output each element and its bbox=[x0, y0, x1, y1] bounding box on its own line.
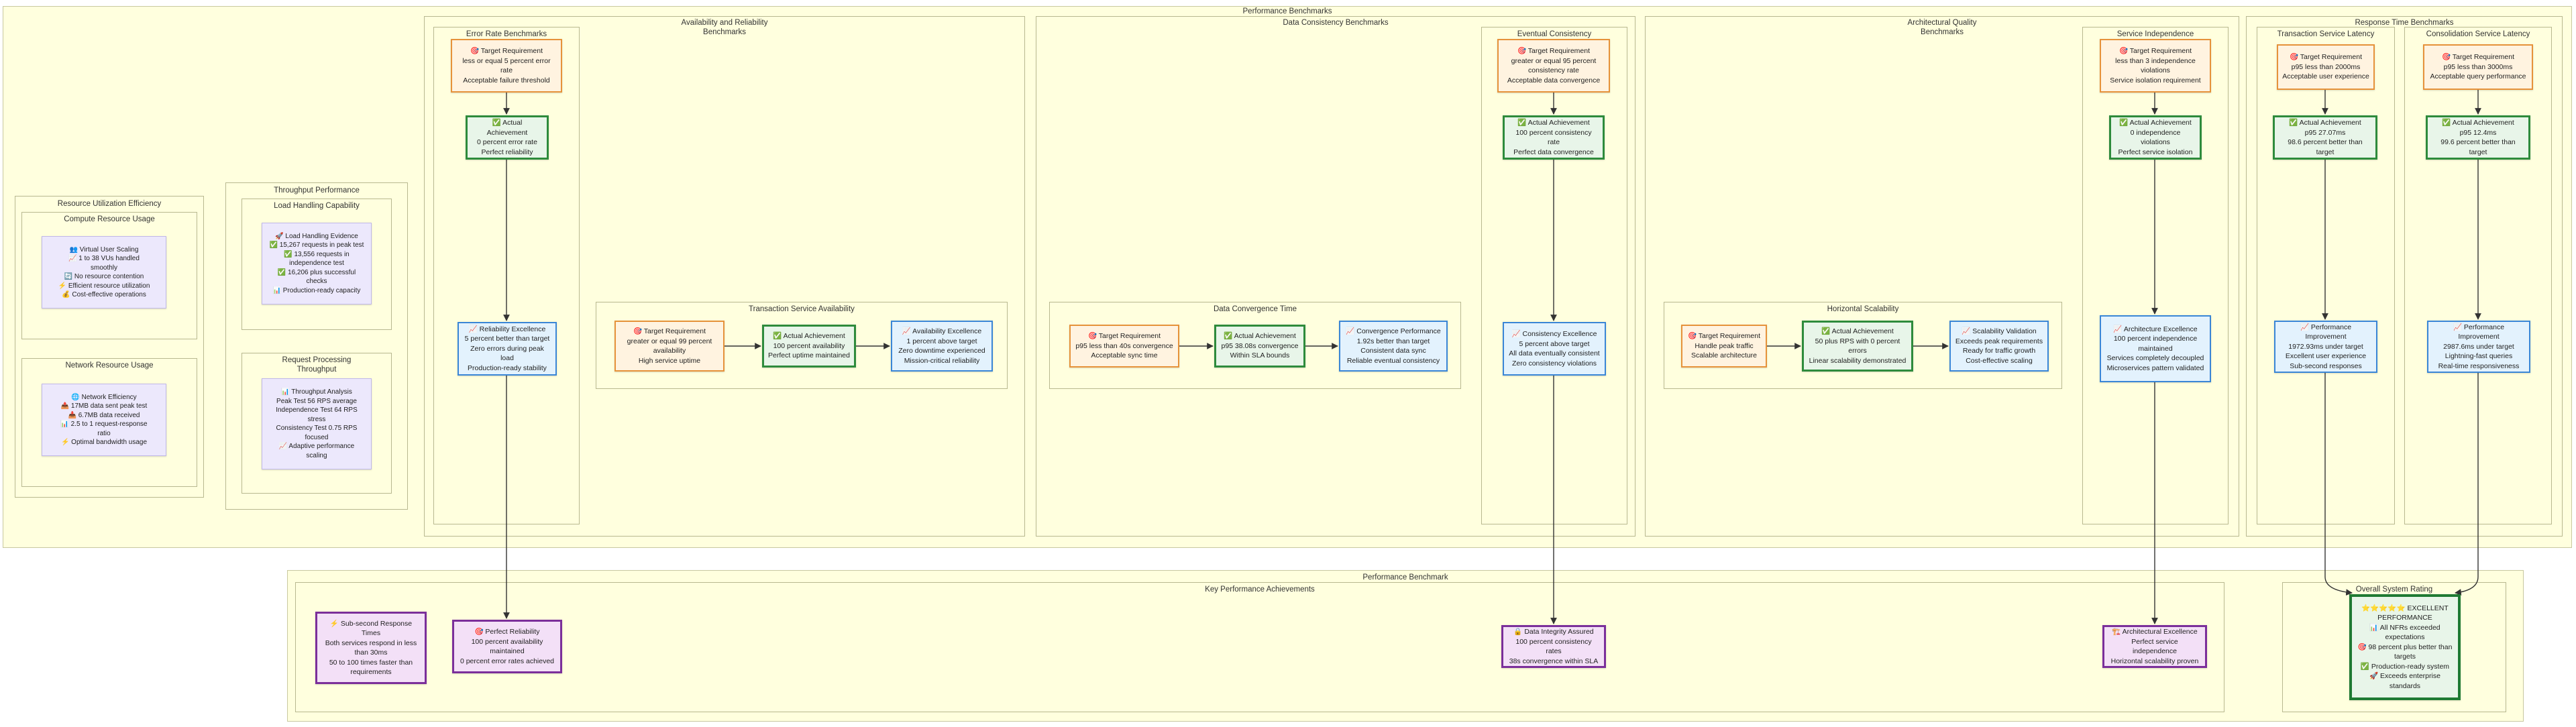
cl-performance-improvement-text: 📈 Performance Improvement 2987.6ms under… bbox=[2438, 323, 2520, 370]
eventual-consistency-cluster: Eventual Consistency bbox=[1481, 27, 1627, 524]
scalability-validation-node[interactable]: 📈 Scalability Validation Exceeds peak re… bbox=[1949, 321, 2049, 372]
consistency-actual-node[interactable]: ✅ Actual Achievement 100 percent consist… bbox=[1503, 115, 1605, 160]
error-rate-label: Error Rate Benchmarks bbox=[466, 30, 547, 38]
scalability-target-node[interactable]: 🎯 Target Requirement Handle peak traffic… bbox=[1681, 325, 1767, 368]
throughput-analysis-text: 📊 Throughput Analysis Peak Test 56 RPS a… bbox=[276, 388, 358, 459]
availability-excellence-node[interactable]: 📈 Availability Excellence 1 percent abov… bbox=[891, 321, 993, 372]
eventual-consistency-label: Eventual Consistency bbox=[1517, 30, 1592, 38]
network-resource-label: Network Resource Usage bbox=[65, 361, 154, 370]
error-target-node[interactable]: 🎯 Target Requirement less or equal 5 per… bbox=[451, 39, 562, 93]
transaction-availability-label: Transaction Service Availability bbox=[749, 305, 855, 313]
availability-target-text: 🎯 Target Requirement greater or equal 99… bbox=[627, 327, 712, 365]
architectural-excellence-text: 🏗️ Architectural Excellence Perfect serv… bbox=[2110, 628, 2199, 665]
tx-latency-label: Transaction Service Latency bbox=[2277, 30, 2375, 38]
independence-target-node[interactable]: 🎯 Target Requirement less than 3 indepen… bbox=[2100, 39, 2211, 93]
reliability-excellence-node[interactable]: 📈 Reliability Excellence 5 percent bette… bbox=[458, 322, 557, 376]
scalability-validation-text: 📈 Scalability Validation Exceeds peak re… bbox=[1955, 327, 2043, 365]
scalability-target-text: 🎯 Target Requirement Handle peak traffic… bbox=[1687, 332, 1760, 360]
throughput-label: Throughput Performance bbox=[274, 186, 360, 194]
cl-performance-improvement-node[interactable]: 📈 Performance Improvement 2987.6ms under… bbox=[2427, 321, 2530, 373]
consistency-excellence-node[interactable]: 📈 Consistency Excellence 5 percent above… bbox=[1503, 322, 1606, 376]
network-efficiency-node[interactable]: 🌐 Network Efficiency 📤 17MB data sent pe… bbox=[42, 384, 166, 456]
virtual-user-scaling-text: 👥 Virtual User Scaling 📈 1 to 38 VUs han… bbox=[58, 245, 150, 299]
availability-excellence-text: 📈 Availability Excellence 1 percent abov… bbox=[898, 327, 985, 365]
architectural-excellence-node[interactable]: 🏗️ Architectural Excellence Perfect serv… bbox=[2102, 625, 2207, 668]
consolidation-latency-cluster: Consolidation Service Latency bbox=[2404, 27, 2552, 524]
cl-latency-target-text: 🎯 Target Requirement p95 less than 3000m… bbox=[2430, 53, 2526, 81]
consistency-target-text: 🎯 Target Requirement greater or equal 95… bbox=[1507, 47, 1601, 85]
consolidation-latency-label: Consolidation Service Latency bbox=[2426, 30, 2530, 38]
convergence-performance-text: 📈 Convergence Performance 1.92s better t… bbox=[1346, 327, 1441, 365]
tx-performance-improvement-text: 📈 Performance Improvement 1972.93ms unde… bbox=[2285, 323, 2367, 370]
resource-utilization-label: Resource Utilization Efficiency bbox=[57, 200, 162, 208]
scalability-actual-text: ✅ Actual Achievement 50 plus RPS with 0 … bbox=[1809, 327, 1907, 365]
compute-resource-label: Compute Resource Usage bbox=[64, 215, 155, 223]
convergence-target-node[interactable]: 🎯 Target Requirement p95 less than 40s c… bbox=[1069, 325, 1179, 368]
perfect-reliability-node[interactable]: 🎯 Perfect Reliability 100 percent availa… bbox=[452, 620, 562, 673]
error-target-text: 🎯 Target Requirement less or equal 5 per… bbox=[462, 47, 551, 85]
availability-actual-node[interactable]: ✅ Actual Achievement 100 percent availab… bbox=[762, 325, 856, 368]
availability-target-node[interactable]: 🎯 Target Requirement greater or equal 99… bbox=[614, 321, 724, 372]
throughput-analysis-node[interactable]: 📊 Throughput Analysis Peak Test 56 RPS a… bbox=[262, 378, 372, 469]
tx-latency-actual-node[interactable]: ✅ Actual Achievement p95 27.07ms 98.6 pe… bbox=[2273, 115, 2377, 160]
architecture-excellence-node[interactable]: 📈 Architecture Excellence 100 percent in… bbox=[2100, 315, 2211, 382]
error-actual-text: ✅ Actual Achievement 0 percent error rat… bbox=[477, 119, 537, 156]
virtual-user-scaling-node[interactable]: 👥 Virtual User Scaling 📈 1 to 38 VUs han… bbox=[42, 236, 166, 309]
convergence-performance-node[interactable]: 📈 Convergence Performance 1.92s better t… bbox=[1339, 321, 1448, 372]
tx-latency-target-text: 🎯 Target Requirement p95 less than 2000m… bbox=[2282, 53, 2369, 81]
architectural-quality-label: Architectural Quality Benchmarks bbox=[1907, 19, 1977, 36]
consistency-excellence-text: 📈 Consistency Excellence 5 percent above… bbox=[1509, 330, 1600, 368]
tx-performance-improvement-node[interactable]: 📈 Performance Improvement 1972.93ms unde… bbox=[2274, 321, 2377, 373]
response-time-label: Response Time Benchmarks bbox=[2355, 19, 2454, 27]
error-actual-node[interactable]: ✅ Actual Achievement 0 percent error rat… bbox=[466, 115, 549, 160]
convergence-target-text: 🎯 Target Requirement p95 less than 40s c… bbox=[1075, 332, 1173, 360]
independence-actual-text: ✅ Actual Achievement 0 independence viol… bbox=[2118, 119, 2193, 156]
tx-latency-target-node[interactable]: 🎯 Target Requirement p95 less than 2000m… bbox=[2277, 44, 2375, 90]
tx-latency-actual-text: ✅ Actual Achievement p95 27.07ms 98.6 pe… bbox=[2288, 119, 2363, 156]
independence-target-text: 🎯 Target Requirement less than 3 indepen… bbox=[2110, 47, 2201, 85]
tx-latency-cluster: Transaction Service Latency bbox=[2257, 27, 2395, 524]
overall-rating-text: ⭐⭐⭐⭐⭐ EXCELLENT PERFORMANCE 📊 All NFRs e… bbox=[2357, 604, 2453, 690]
architecture-excellence-text: 📈 Architecture Excellence 100 percent in… bbox=[2106, 325, 2204, 372]
data-integrity-text: 🔒 Data Integrity Assured 100 percent con… bbox=[1509, 628, 1599, 665]
overall-rating-label: Overall System Rating bbox=[2355, 585, 2433, 594]
performance-benchmark-label: Performance Benchmark bbox=[1362, 573, 1448, 581]
horizontal-scalability-label: Horizontal Scalability bbox=[1827, 305, 1899, 313]
data-convergence-label: Data Convergence Time bbox=[1213, 305, 1297, 313]
convergence-actual-node[interactable]: ✅ Actual Achievement p95 38.08s converge… bbox=[1214, 325, 1305, 368]
load-handling-label: Load Handling Capability bbox=[274, 202, 360, 210]
cl-latency-actual-text: ✅ Actual Achievement p95 12.4ms 99.6 per… bbox=[2440, 119, 2516, 156]
sub-second-response-node[interactable]: ⚡ Sub-second Response Times Both service… bbox=[315, 612, 427, 684]
data-consistency-label: Data Consistency Benchmarks bbox=[1283, 19, 1389, 27]
overall-rating-node[interactable]: ⭐⭐⭐⭐⭐ EXCELLENT PERFORMANCE 📊 All NFRs e… bbox=[2349, 594, 2461, 700]
error-rate-cluster: Error Rate Benchmarks bbox=[433, 27, 580, 524]
service-independence-cluster: Service Independence bbox=[2082, 27, 2229, 524]
perfect-reliability-text: 🎯 Perfect Reliability 100 percent availa… bbox=[460, 628, 555, 665]
availability-actual-text: ✅ Actual Achievement 100 percent availab… bbox=[768, 332, 850, 360]
key-achievements-cluster: Key Performance Achievements bbox=[295, 582, 2224, 712]
request-processing-label: Request Processing Throughput bbox=[282, 356, 352, 374]
cl-latency-actual-node[interactable]: ✅ Actual Achievement p95 12.4ms 99.6 per… bbox=[2426, 115, 2530, 160]
cl-latency-target-node[interactable]: 🎯 Target Requirement p95 less than 3000m… bbox=[2423, 44, 2533, 90]
performance-benchmarks-title: Performance Benchmarks bbox=[1242, 7, 1332, 15]
reliability-excellence-text: 📈 Reliability Excellence 5 percent bette… bbox=[464, 325, 550, 372]
network-efficiency-text: 🌐 Network Efficiency 📤 17MB data sent pe… bbox=[60, 393, 148, 447]
sub-second-response-text: ⚡ Sub-second Response Times Both service… bbox=[325, 619, 417, 677]
availability-label: Availability and Reliability Benchmarks bbox=[681, 19, 768, 36]
key-achievements-label: Key Performance Achievements bbox=[1205, 585, 1315, 594]
independence-actual-node[interactable]: ✅ Actual Achievement 0 independence viol… bbox=[2109, 115, 2202, 160]
service-independence-label: Service Independence bbox=[2116, 30, 2194, 38]
load-handling-evidence-text: 🚀 Load Handling Evidence ✅ 15,267 reques… bbox=[269, 232, 364, 294]
consistency-actual-text: ✅ Actual Achievement 100 percent consist… bbox=[1513, 119, 1594, 156]
load-handling-evidence-node[interactable]: 🚀 Load Handling Evidence ✅ 15,267 reques… bbox=[262, 223, 372, 304]
data-integrity-node[interactable]: 🔒 Data Integrity Assured 100 percent con… bbox=[1501, 625, 1606, 668]
consistency-target-node[interactable]: 🎯 Target Requirement greater or equal 95… bbox=[1497, 39, 1610, 93]
convergence-actual-text: ✅ Actual Achievement p95 38.08s converge… bbox=[1221, 332, 1299, 360]
scalability-actual-node[interactable]: ✅ Actual Achievement 50 plus RPS with 0 … bbox=[1802, 321, 1913, 372]
